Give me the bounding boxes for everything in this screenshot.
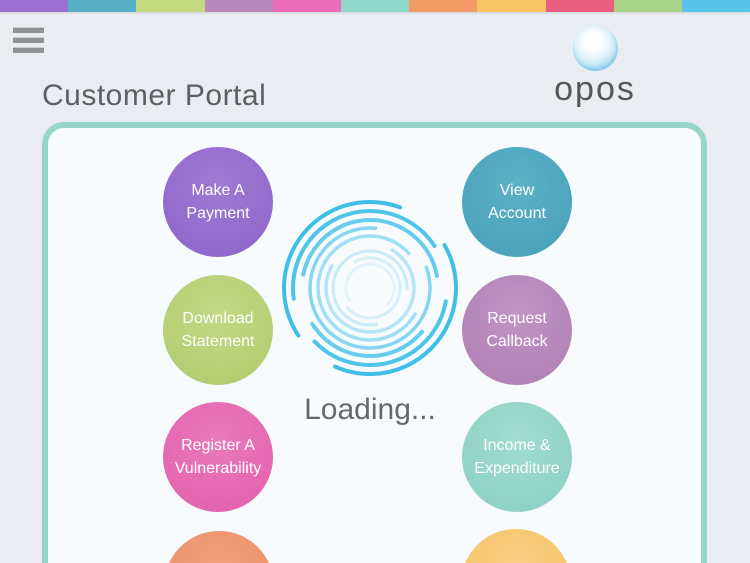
page-title: Customer Portal <box>42 79 267 112</box>
circle-button-download-statement[interactable]: Download Statement <box>163 275 273 385</box>
hamburger-bar <box>13 37 44 43</box>
button-label: Request Callback <box>486 310 548 350</box>
hamburger-bar <box>13 47 44 53</box>
button-label: View Account <box>488 182 546 222</box>
spinner-ring <box>282 200 458 376</box>
topbar-stripe <box>0 0 69 12</box>
circle-button-request-callback[interactable]: Request Callback <box>462 275 572 385</box>
spinner-ring <box>331 249 409 327</box>
button-label: Income & Expenditure <box>474 437 560 477</box>
topbar-stripe <box>136 0 205 12</box>
topbar-stripe <box>340 0 410 12</box>
topbar-stripe <box>204 0 273 12</box>
topbar-stripe <box>613 0 682 12</box>
circle-button-make-a-payment[interactable]: Make A Payment <box>163 147 273 257</box>
topbar-stripe <box>272 0 341 12</box>
topbar-stripe <box>68 0 137 12</box>
button-label: Register A Vulnerability <box>174 437 262 477</box>
topbar-stripes <box>0 0 750 12</box>
spinner-ring <box>344 262 396 314</box>
circle-button-view-account[interactable]: View Account <box>462 147 572 257</box>
opos-bubble-icon <box>572 26 618 71</box>
circle-button-register-a-vulnerability[interactable]: Register A Vulnerability <box>163 402 273 512</box>
topbar-stripe <box>681 0 750 12</box>
opos-logo-text: opos <box>554 70 636 108</box>
circle-button-bottom-left-partial[interactable] <box>164 531 274 563</box>
circle-button-bottom-right-partial[interactable] <box>461 529 571 563</box>
spinner-ring <box>300 218 440 358</box>
button-label: Download Statement <box>181 310 255 350</box>
circle-button-income-expenditure[interactable]: Income & Expenditure <box>462 402 572 512</box>
spinner-ring <box>316 234 424 342</box>
topbar-stripe <box>545 0 614 12</box>
topbar-stripe <box>477 0 546 12</box>
hamburger-menu-icon[interactable] <box>13 27 44 53</box>
hamburger-bar <box>13 27 44 33</box>
loading-text: Loading... <box>304 393 436 426</box>
opos-logo: opos <box>540 26 650 106</box>
portal-panel: Make A Payment View Account Download Sta… <box>42 122 707 563</box>
topbar-stripe <box>409 0 478 12</box>
spinner-ring <box>291 209 449 367</box>
button-label: Make A Payment <box>186 182 250 222</box>
spinner-ring <box>308 226 432 350</box>
spinner-ring <box>324 242 416 334</box>
spinner-ring <box>338 256 402 320</box>
loading-spinner-icon <box>282 200 458 376</box>
